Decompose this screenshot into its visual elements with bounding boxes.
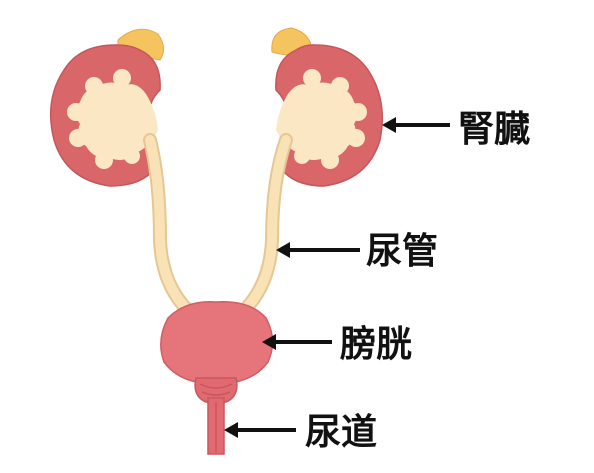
left-kidney-calyx [95,151,113,169]
left-kidney-pelvis [76,82,158,160]
left-kidney-calyx [85,77,103,95]
right-kidney-calyx [294,148,310,164]
left-kidney-calyx [67,103,85,121]
left-kidney-calyx [113,69,131,87]
arrow-urethra [224,422,296,438]
left-kidney-calyx [69,129,87,147]
label-urethra: 尿道 [305,412,378,453]
left-ureter-inner [145,135,201,323]
arrow-ureter [276,242,360,258]
right-kidney-calyx [349,103,367,121]
right-kidney-calyx [303,69,321,87]
right-kidney-calyx [331,77,349,95]
bladder [160,301,274,385]
label-kidney: 腎臓 [458,109,531,150]
left-kidney-calyx [124,148,140,164]
right-kidney-calyx [321,151,339,169]
label-ureter: 尿管 [366,231,439,272]
bladder-neck-fold [199,383,233,389]
bladder-neck [194,377,238,403]
right-ureter-inner [231,135,291,323]
right-kidney-calyx [347,129,365,147]
right-kidney-pelvis [276,82,358,160]
arrow-bladder [262,334,332,350]
bladder-neck-fold [201,391,231,396]
arrow-kidney [382,117,450,133]
label-bladder: 膀胱 [340,324,413,365]
